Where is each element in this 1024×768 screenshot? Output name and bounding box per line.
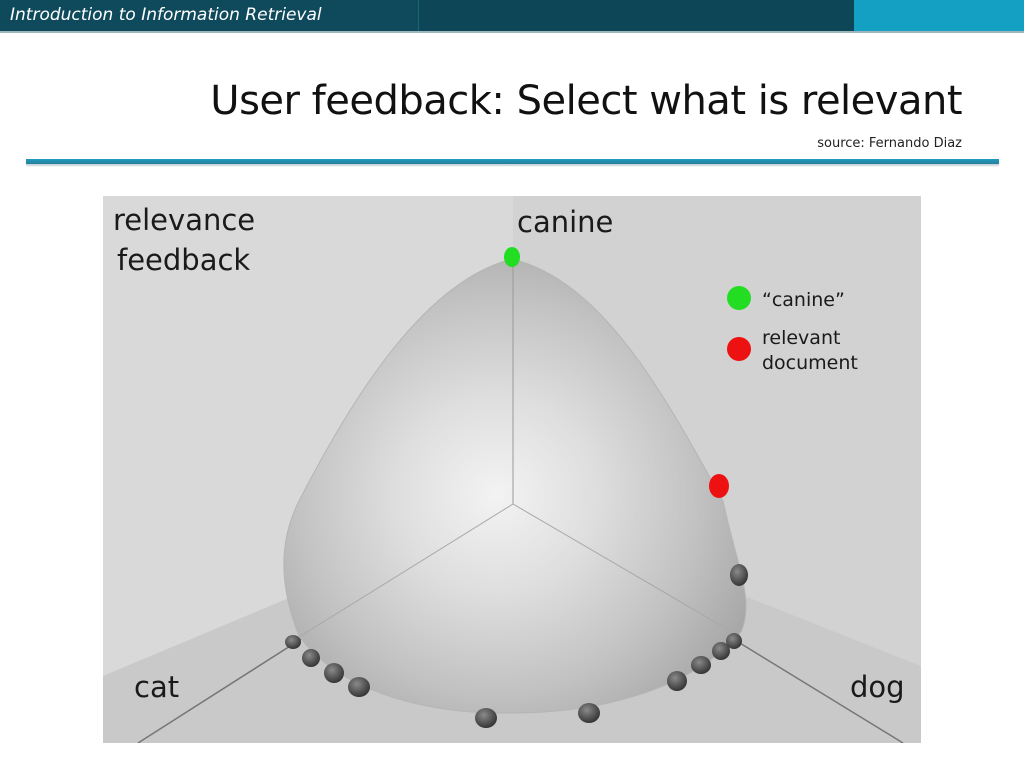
document-points: [285, 564, 748, 728]
legend-label-document: document: [762, 352, 858, 374]
legend: “canine” relevant document: [727, 286, 858, 374]
document-point: [726, 633, 742, 649]
document-point: [475, 708, 497, 728]
legend-label-canine: “canine”: [762, 289, 845, 311]
dog-axis-overlay: [512, 503, 740, 637]
document-point: [667, 671, 687, 691]
canine-query-point: [504, 247, 520, 267]
title-rule: [26, 159, 999, 164]
header-divider: [0, 31, 1024, 33]
axis-label-cat: cat: [134, 670, 179, 704]
document-point: [578, 703, 600, 723]
header-segment: [418, 0, 855, 31]
figure-canvas: relevance feedback canine cat dog “canin…: [103, 196, 921, 743]
slide-title: User feedback: Select what is relevant: [210, 78, 962, 124]
relevance-feedback-figure: relevance feedback canine cat dog “canin…: [103, 196, 921, 743]
figure-caption-line2: feedback: [117, 243, 250, 277]
axis-label-dog: dog: [850, 670, 905, 704]
header-bar: Introduction to Information Retrieval: [0, 0, 1024, 31]
document-point: [712, 642, 730, 660]
cat-axis-overlay: [298, 503, 514, 638]
left-wall: [103, 196, 513, 676]
relevant-document-point: [709, 474, 729, 498]
document-point: [691, 656, 711, 674]
document-point: [348, 677, 370, 697]
document-point: [730, 564, 748, 586]
axis-label-canine: canine: [517, 205, 613, 239]
slide-source: source: Fernando Diaz: [817, 136, 962, 151]
green-dot-icon: [727, 286, 751, 310]
header-accent-segment: [854, 0, 1024, 31]
right-wall: [513, 196, 921, 666]
course-title: Introduction to Information Retrieval: [10, 5, 322, 25]
document-point: [302, 649, 320, 667]
legend-label-relevant: relevant: [762, 327, 840, 349]
document-point: [285, 635, 301, 649]
figure-caption-line1: relevance: [113, 203, 255, 237]
red-dot-icon: [727, 337, 751, 361]
document-point: [324, 663, 344, 683]
probability-dome: [283, 258, 747, 714]
